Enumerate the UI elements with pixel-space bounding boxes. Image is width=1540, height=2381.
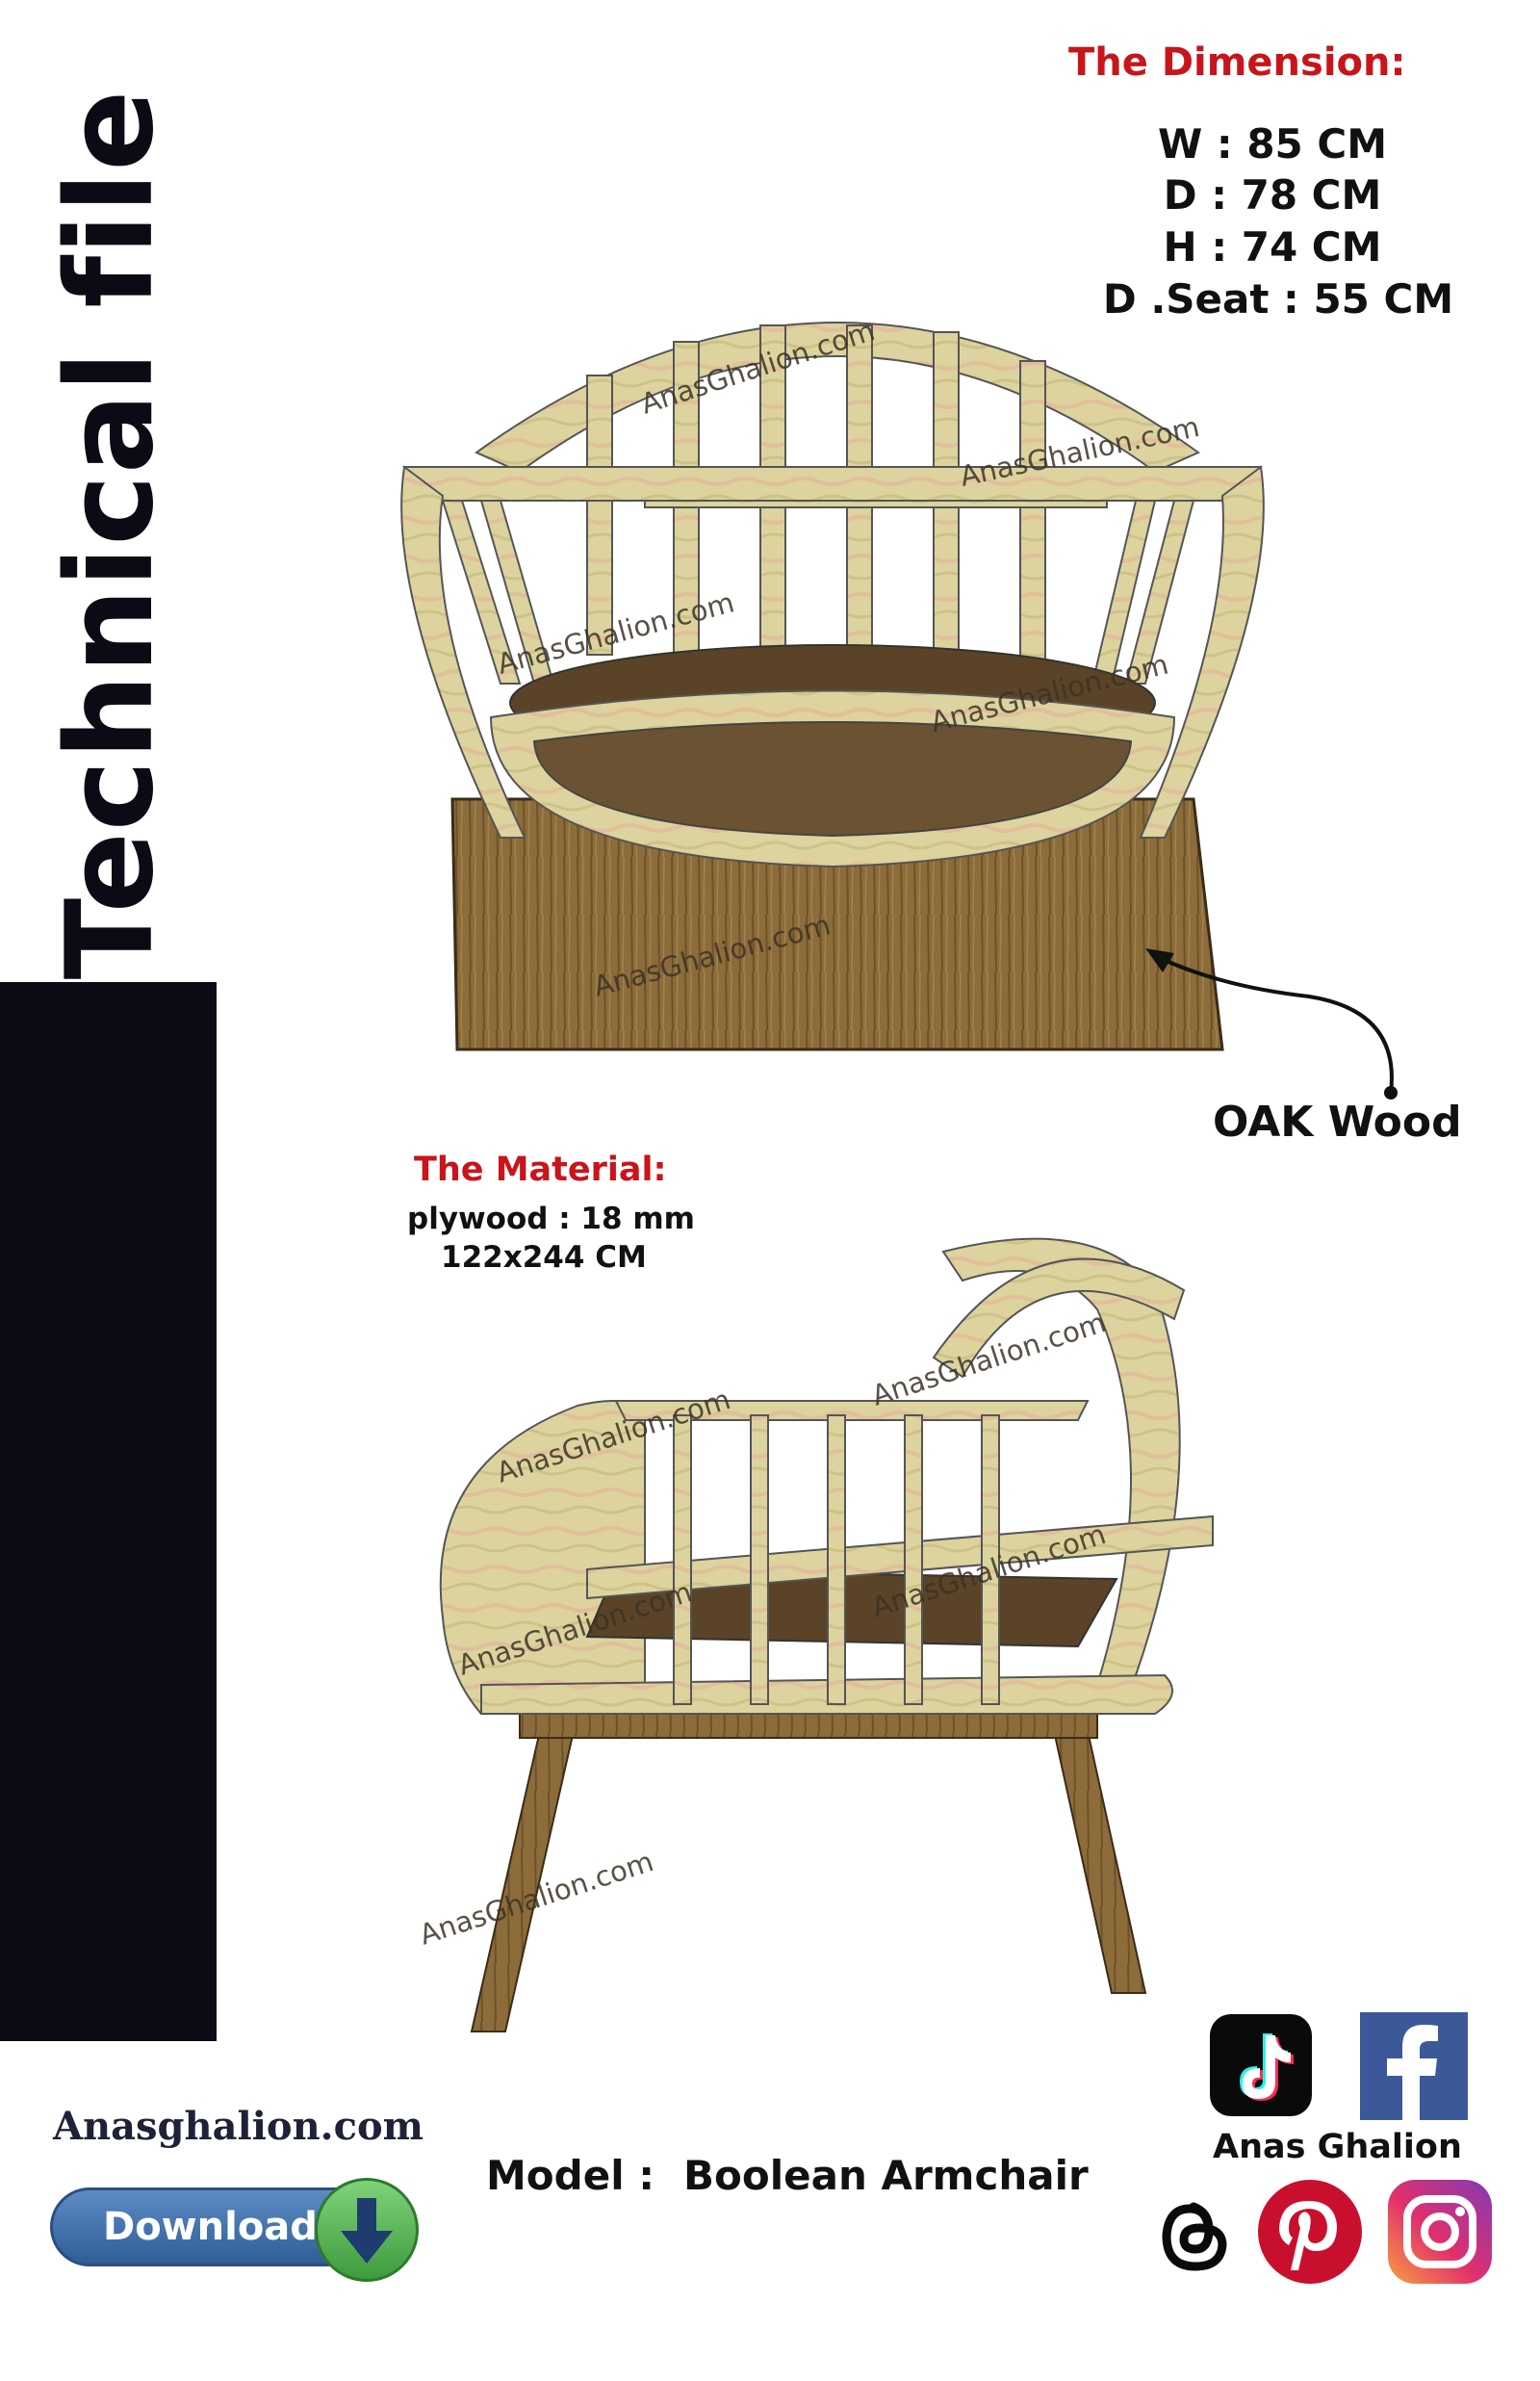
site-name[interactable]: Anasghalion.com	[53, 2104, 424, 2149]
side-dark-bar	[0, 982, 217, 2041]
instagram-icon[interactable]	[1386, 2178, 1494, 2286]
dimension-depth: D : 78 CM	[1163, 171, 1382, 219]
threads-icon[interactable]	[1145, 2186, 1242, 2282]
dimension-width: W : 85 CM	[1157, 120, 1388, 168]
facebook-icon[interactable]	[1360, 2012, 1468, 2120]
brand-name: Anas Ghalion	[1213, 2128, 1462, 2166]
dimension-height: H : 74 CM	[1163, 223, 1382, 271]
armchair-front-view: AnasGhalion.com AnasGhalion.com AnasGhal…	[400, 314, 1265, 1051]
download-label: Download	[103, 2205, 318, 2249]
oak-wood-label: OAK Wood	[1213, 1098, 1462, 1147]
material-sheet-size: 122x244 CM	[441, 1240, 647, 1275]
material-plywood: plywood : 18 mm	[407, 1202, 695, 1236]
material-heading: The Material:	[414, 1151, 667, 1189]
download-button[interactable]: Download	[50, 2178, 424, 2282]
dimension-heading: The Dimension:	[1068, 40, 1406, 85]
tiktok-icon[interactable]	[1208, 2012, 1314, 2118]
oak-pointer-arrow	[1145, 948, 1398, 1100]
title-column: Technical file	[38, 89, 183, 980]
dimension-seat-depth: D .Seat : 55 CM	[1102, 275, 1454, 323]
model-name: Boolean Armchair	[683, 2152, 1089, 2199]
model-label: Model :	[486, 2152, 655, 2199]
armchair-side-view: AnasGhalion.com AnasGhalion.com AnasGhal…	[424, 1237, 1214, 2032]
page-title: Technical file	[41, 89, 180, 980]
pinterest-icon[interactable]	[1256, 2178, 1364, 2286]
download-arrow-icon	[315, 2178, 419, 2282]
